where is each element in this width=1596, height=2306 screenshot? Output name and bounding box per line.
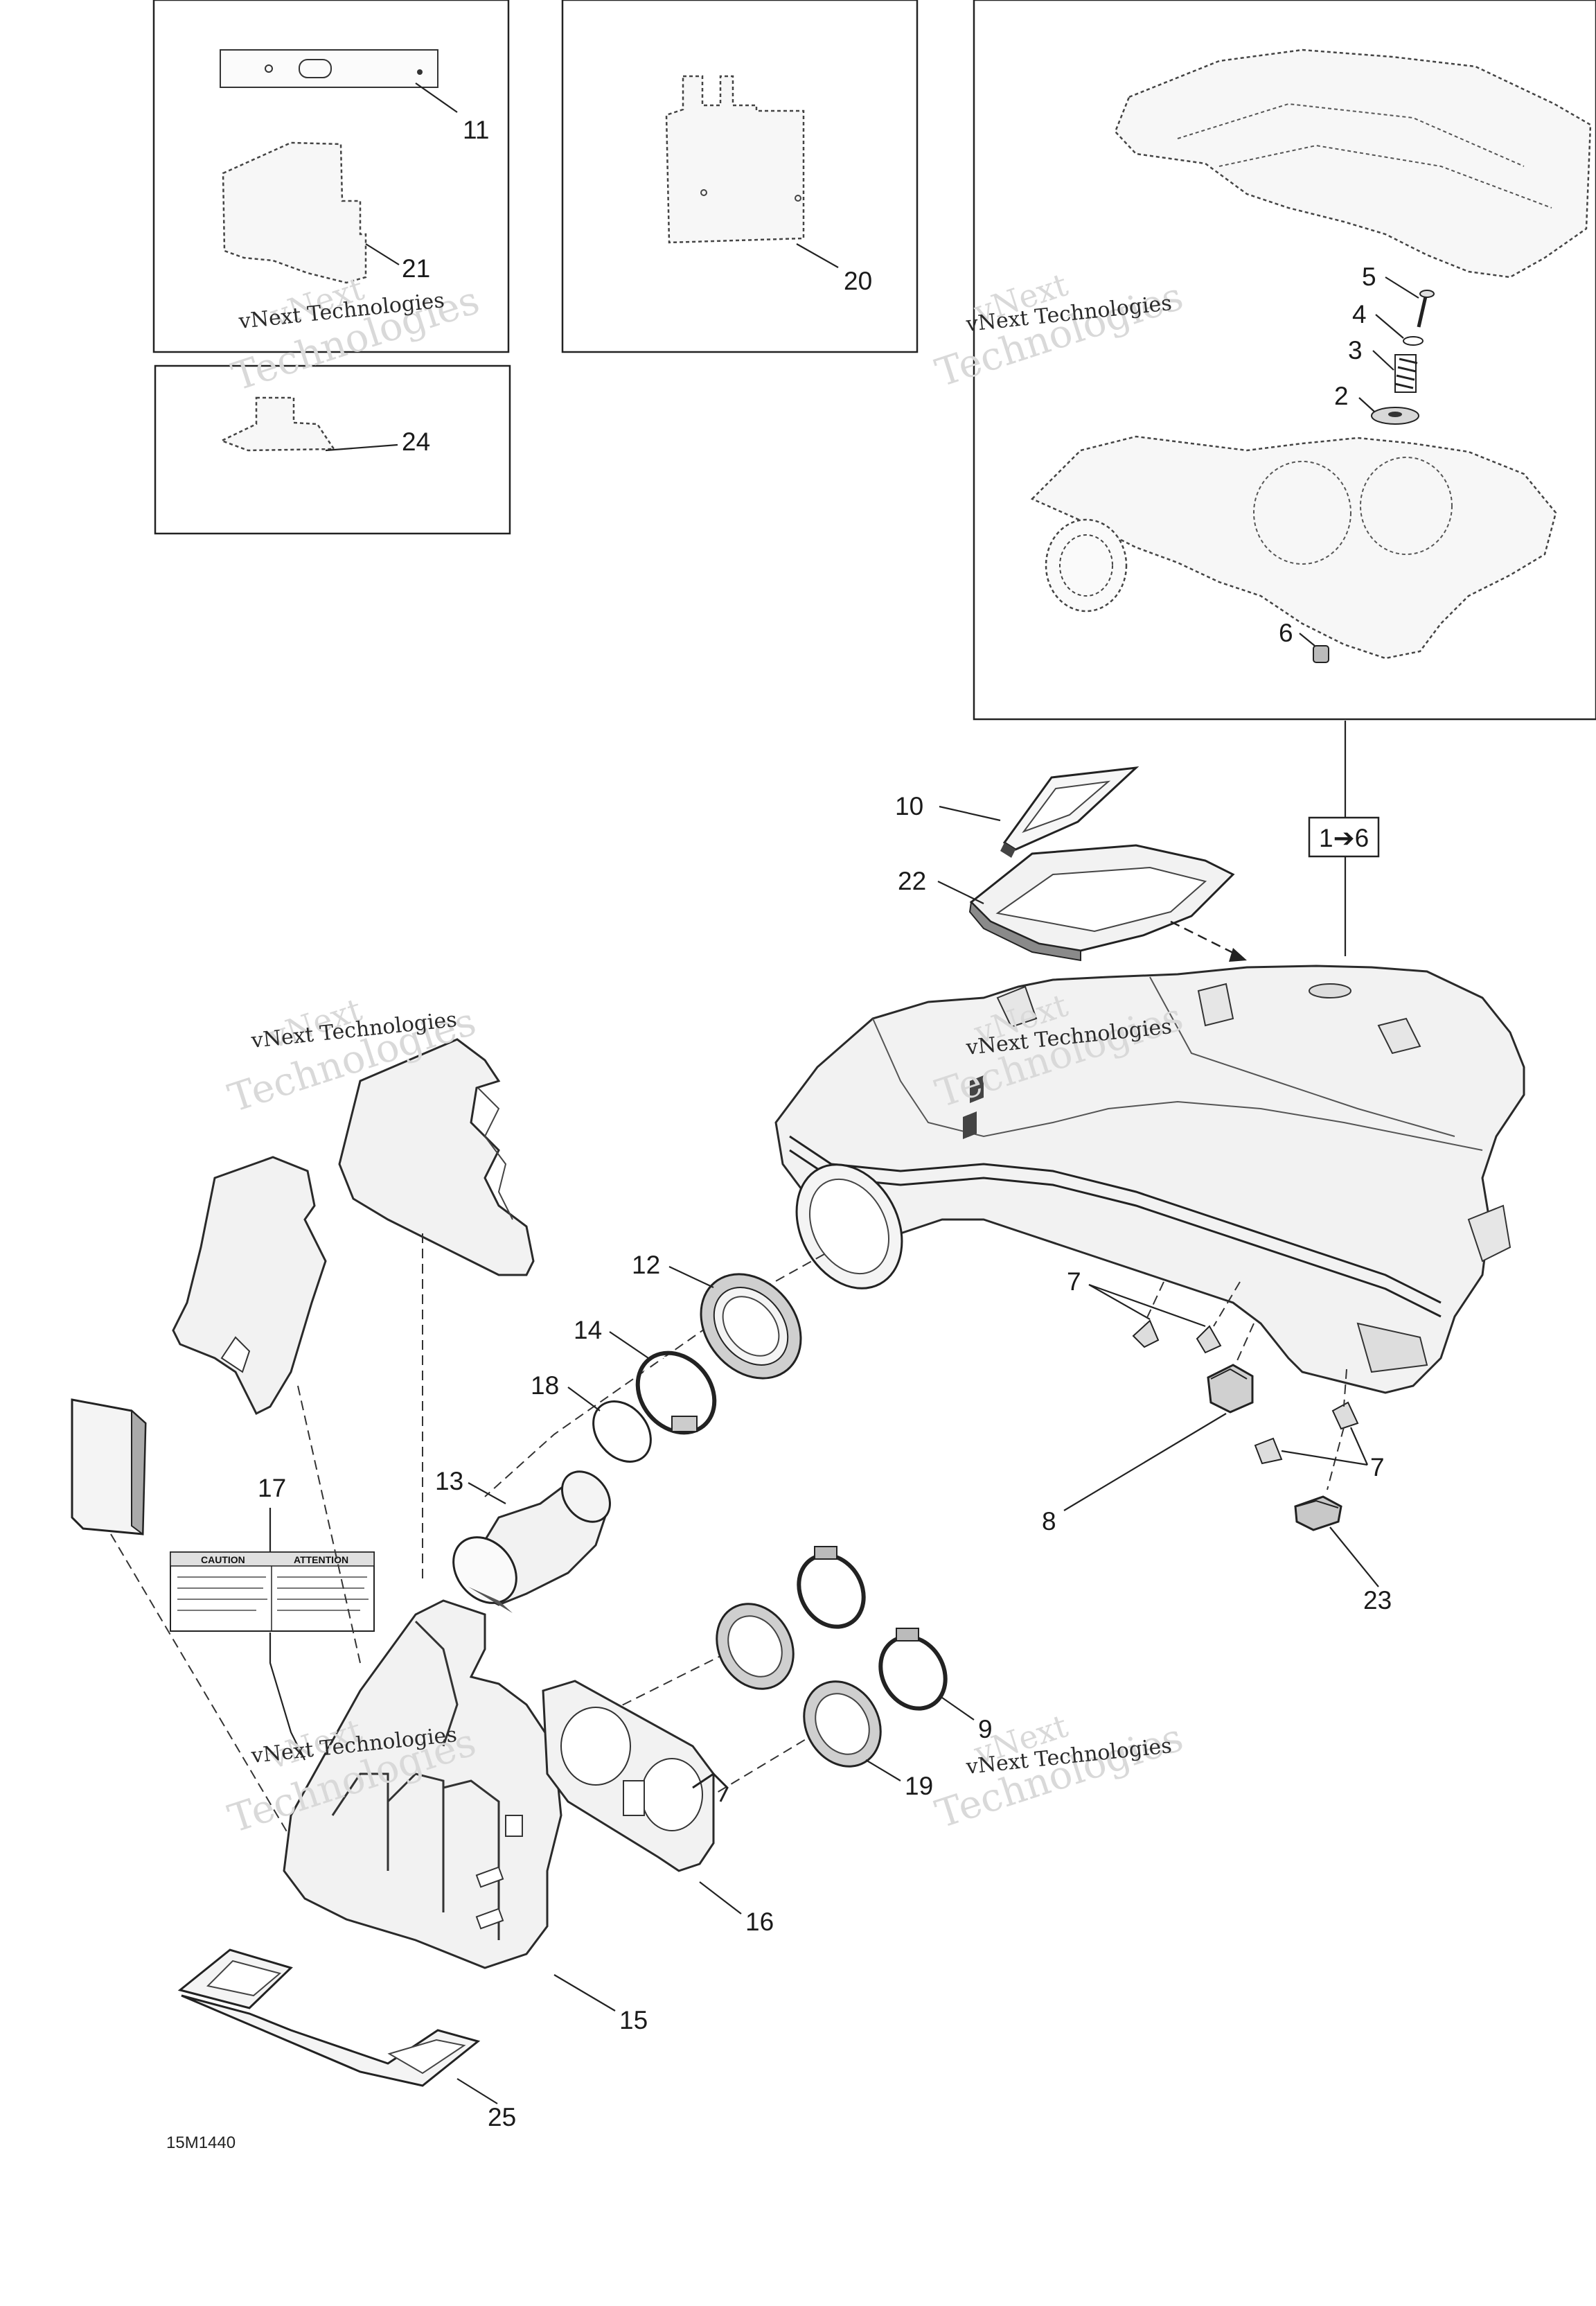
callout-3: 3 <box>1348 336 1363 364</box>
callout-14: 14 <box>574 1316 602 1344</box>
callout-1-6: 1➔6 <box>1319 824 1369 852</box>
part-17-warning-label: CAUTION ATTENTION <box>170 1551 375 1632</box>
part-5-screw <box>1417 290 1435 328</box>
callout-19: 19 <box>905 1772 933 1800</box>
label-caution: CAUTION <box>201 1554 245 1565</box>
callout-4: 4 <box>1352 300 1367 328</box>
part-14-clamp <box>635 1350 717 1435</box>
callout-5: 5 <box>1362 263 1376 291</box>
callout-2: 2 <box>1334 382 1349 410</box>
callout-21: 21 <box>402 254 430 283</box>
callout-25: 25 <box>488 2103 516 2131</box>
part-9-clamp-lower <box>878 1628 948 1711</box>
diagram-code: 15M1440 <box>166 2133 236 2152</box>
part-heat-shield-front <box>172 1156 327 1416</box>
inset-frame-20 <box>561 0 919 353</box>
callout-17: 17 <box>258 1474 286 1502</box>
part-19-adapter-lower <box>803 1680 882 1768</box>
callout-box-1-6 <box>1308 816 1380 858</box>
part-9-clamp-upper <box>797 1546 866 1629</box>
inset-frame-24 <box>154 364 511 535</box>
part-10-seal <box>1000 766 1140 858</box>
part-16-plate <box>542 1680 729 1872</box>
callout-11: 11 <box>463 116 489 144</box>
part-13-duct <box>452 1470 611 1613</box>
callout-23: 23 <box>1363 1586 1392 1614</box>
callout-22: 22 <box>898 867 926 895</box>
part-19-adapter-upper <box>716 1603 795 1690</box>
inset-frame-1-6 <box>973 0 1596 721</box>
main-airbox <box>774 965 1525 1394</box>
part-6-nut <box>1313 645 1329 663</box>
part-2-grommet <box>1371 407 1419 425</box>
callout-10: 10 <box>895 792 923 820</box>
callout-12: 12 <box>632 1251 660 1279</box>
callout-9: 9 <box>978 1715 993 1743</box>
part-23-clip <box>1294 1495 1342 1531</box>
label-attention: ATTENTION <box>294 1554 348 1565</box>
part-11-plate <box>220 49 438 88</box>
callout-7-lower: 7 <box>1370 1453 1385 1481</box>
part-25-gasket <box>177 1948 481 2087</box>
part-20-gasket <box>665 75 805 244</box>
part-18-oring <box>592 1400 652 1463</box>
callout-16: 16 <box>745 1908 774 1936</box>
callout-8: 8 <box>1042 1507 1056 1535</box>
part-heat-shield-rear <box>338 1038 535 1276</box>
callout-18: 18 <box>531 1371 559 1400</box>
part-3-spring <box>1394 354 1418 393</box>
part-7-clip-right <box>1254 1401 1359 1465</box>
inset-frame-11-21 <box>152 0 510 353</box>
part-8-grommet <box>1207 1364 1254 1414</box>
callout-15: 15 <box>619 2006 648 2034</box>
callout-7-upper: 7 <box>1067 1267 1081 1296</box>
part-12-adapter <box>700 1273 802 1380</box>
callout-6: 6 <box>1279 619 1293 647</box>
callout-13: 13 <box>435 1467 463 1495</box>
part-15-housing <box>283 1599 562 1969</box>
part-4-washer <box>1403 336 1424 346</box>
inset-airbox-cover-top <box>1114 49 1592 279</box>
part-21-shield <box>222 141 367 284</box>
part-22-frame <box>968 844 1235 962</box>
part-24-pad <box>219 396 336 452</box>
callout-24: 24 <box>402 428 430 456</box>
part-7-clip-left <box>1132 1319 1222 1354</box>
part-foam-block <box>71 1398 147 1535</box>
inset-airbox-base <box>1030 435 1557 660</box>
callout-20: 20 <box>844 267 872 295</box>
airbox-outlet-tube <box>795 1163 903 1290</box>
